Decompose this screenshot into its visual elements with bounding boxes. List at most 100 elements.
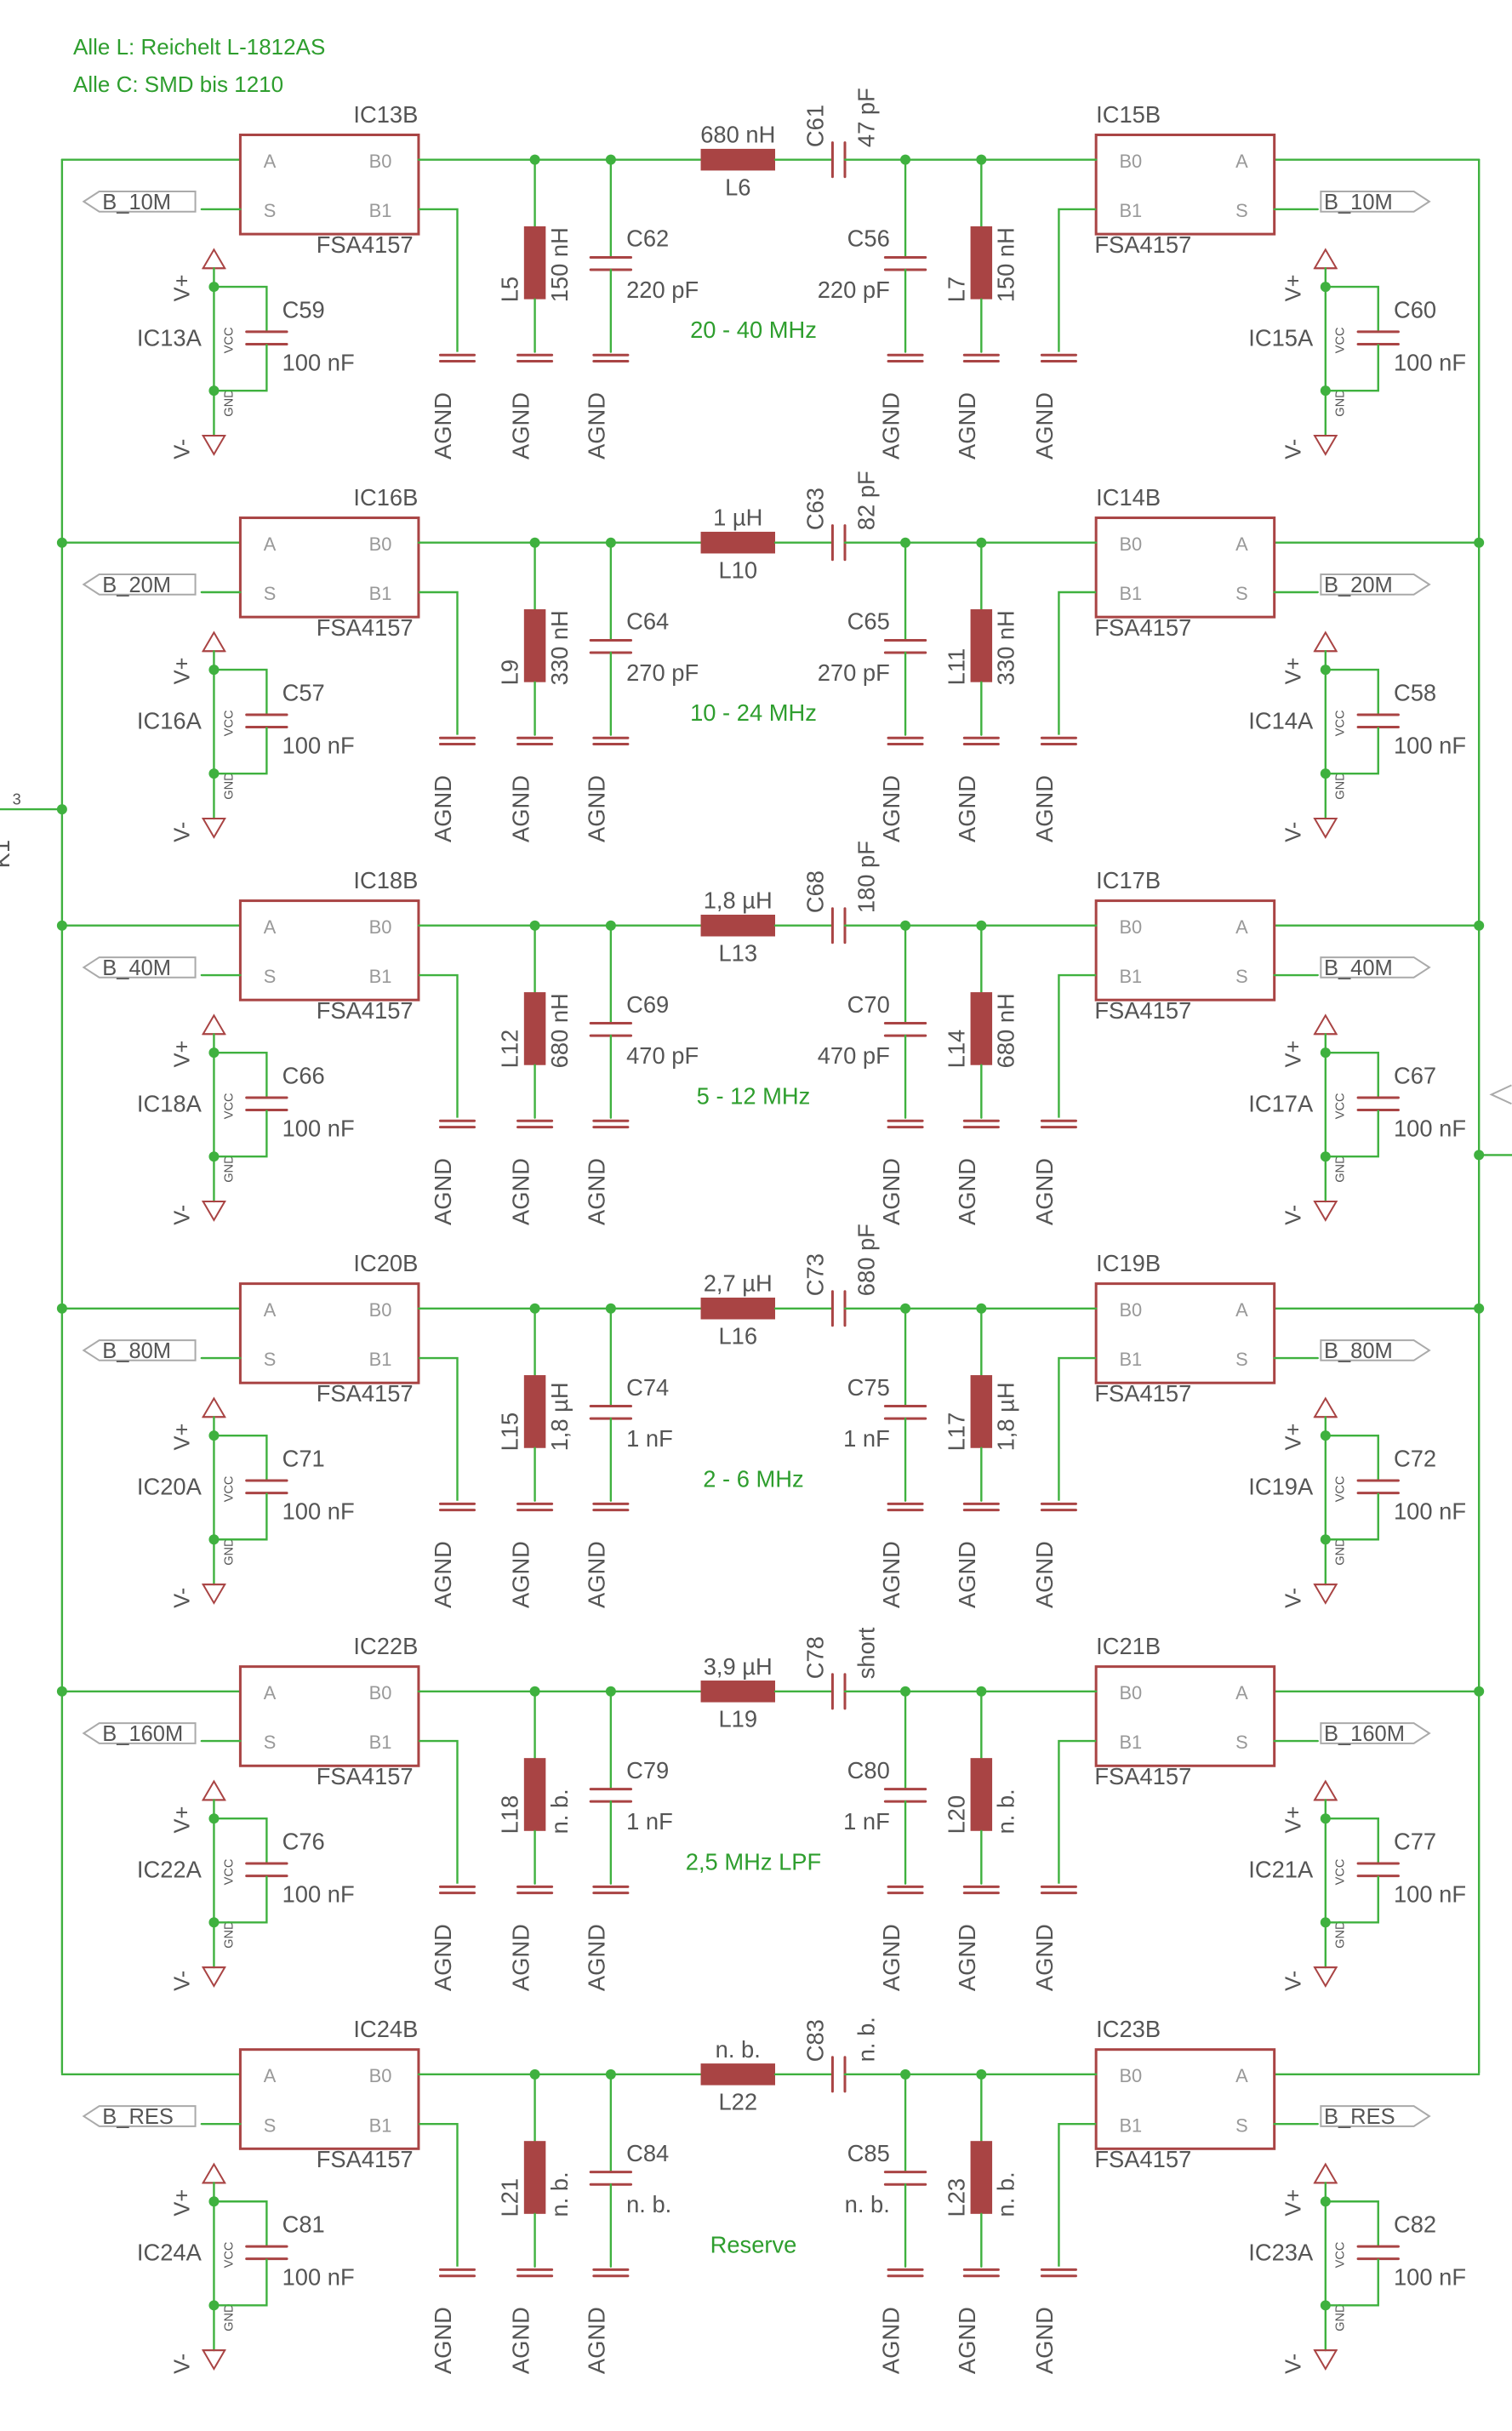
- series-cap-ref: C83: [802, 2019, 828, 2062]
- vminus-label: V-: [1282, 1205, 1306, 1225]
- series-cap-value: 47 pF: [853, 88, 880, 147]
- shunt-cap-left-ref: C74: [626, 1374, 669, 1401]
- filter-row-b-40m: IC18BFSA4157ASB0B1B_40MAGNDIC17BFSA4157B…: [56, 841, 1485, 1225]
- supply-cap-wire: [1325, 727, 1379, 775]
- ground-label: AGND: [954, 2307, 980, 2374]
- supply-cap-wire: [214, 2258, 268, 2307]
- band-port-left: [82, 191, 197, 213]
- pin-label: B0: [369, 2065, 392, 2086]
- vplus-label: V+: [1282, 658, 1306, 685]
- supply-ic-ref: IC21A: [1248, 1856, 1314, 1882]
- vminus-label: V-: [170, 1971, 194, 1991]
- supply-cap-wire: [1325, 1875, 1379, 1924]
- shunt-cap-right-value: 470 pF: [818, 1042, 890, 1069]
- shunt-inductor-right-value: 330 nH: [993, 610, 1019, 685]
- shunt-cap-left-value: 270 pF: [626, 659, 699, 686]
- vplus-arrow: [201, 248, 226, 270]
- decoupling-cap-ref: C76: [282, 1829, 325, 1855]
- gnd-label: GND: [222, 2303, 236, 2331]
- vplus-label: V+: [1282, 1806, 1306, 1834]
- b1-ground-wire: [1058, 591, 1097, 735]
- vplus-arrow: [201, 631, 226, 653]
- vminus-arrow: [1313, 818, 1338, 839]
- frequency-band-label: 20 - 40 MHz: [690, 317, 817, 343]
- pin-label: B1: [1119, 1732, 1142, 1753]
- pin-label: S: [264, 1349, 277, 1370]
- ground-label: AGND: [584, 1158, 610, 1225]
- decoupling-cap-value: 100 nF: [282, 2264, 355, 2291]
- decoupling-cap-ref: C67: [1394, 1063, 1436, 1089]
- shunt-inductor-left-value: n. b.: [546, 2171, 573, 2217]
- pin-label: B0: [1119, 151, 1142, 172]
- junction-dot: [1474, 920, 1485, 931]
- junction-dot: [56, 537, 67, 548]
- gnd-label: GND: [1334, 1155, 1348, 1182]
- inductor-body: [970, 1758, 993, 1831]
- inductor-body: [523, 1758, 546, 1831]
- pin-label: B0: [1119, 916, 1142, 938]
- series-inductor-value: 2,7 µH: [704, 1270, 773, 1297]
- vcc-label: VCC: [1334, 327, 1348, 353]
- vminus-label: V-: [1282, 822, 1306, 842]
- pin-label: B0: [1119, 534, 1142, 555]
- frequency-band-label: 2,5 MHz LPF: [686, 1848, 821, 1875]
- junction-dot: [1474, 1303, 1485, 1314]
- supply-ic-ref: IC17A: [1248, 1090, 1314, 1116]
- ground-label: AGND: [1031, 1924, 1058, 1991]
- shunt-cap-left-value: 470 pF: [626, 1042, 699, 1069]
- inductor-body: [523, 609, 546, 682]
- band-port-right: [1320, 2105, 1431, 2127]
- switch-ic-right-ref: IC23B: [1096, 2016, 1161, 2042]
- switch-ic-left: [238, 1282, 420, 1384]
- switch-ic-left: [238, 1665, 420, 1767]
- shunt-inductor-left-value: 680 nH: [546, 993, 573, 1068]
- vminus-arrow: [1313, 1584, 1338, 1605]
- supply-cap-wire: [214, 2200, 268, 2247]
- series-inductor: [700, 531, 775, 554]
- switch-ic-right-ref: IC15B: [1096, 101, 1161, 128]
- vminus-arrow: [201, 1201, 226, 1222]
- b1-ground-wire: [1058, 2122, 1097, 2267]
- supply-cap-wire: [1325, 285, 1379, 332]
- junction-dot: [1474, 1150, 1485, 1161]
- vplus-arrow: [201, 1779, 226, 1801]
- vplus-arrow: [1313, 1396, 1338, 1418]
- supply-cap-wire: [214, 668, 268, 715]
- supply-cap-wire: [214, 1492, 268, 1541]
- shunt-inductor-left-value: 1,8 µH: [546, 1382, 573, 1451]
- supply-cap-wire: [214, 1051, 268, 1098]
- ground-label: AGND: [430, 1924, 456, 1991]
- band-port-right: [1320, 1339, 1431, 1361]
- filter-row-b-160m: IC22BFSA4157ASB0B1B_160MAGNDIC21BFSA4157…: [56, 1627, 1485, 1991]
- switch-ic-right: [1094, 2048, 1276, 2150]
- ground-label: AGND: [878, 1541, 904, 1608]
- vminus-arrow: [201, 434, 226, 456]
- vminus-label: V-: [1282, 1971, 1306, 1991]
- shunt-inductor-left-value: n. b.: [546, 1789, 573, 1834]
- vcc-label: VCC: [1334, 1859, 1348, 1886]
- switch-ic-left-ref: IC20B: [353, 1250, 418, 1276]
- switch-ic-left-type: FSA4157: [317, 1763, 414, 1789]
- gnd-label: GND: [222, 1538, 236, 1565]
- supply-cap-wire: [214, 1110, 268, 1158]
- vplus-label: V+: [1282, 274, 1306, 301]
- supply-cap-wire: [1325, 1051, 1379, 1098]
- ground-label: AGND: [878, 775, 904, 842]
- switch-ic-left-ref: IC16B: [353, 484, 418, 511]
- supply-cap-wire: [1325, 1492, 1379, 1541]
- supply-cap-wire: [214, 1434, 268, 1481]
- band-port-label: B_20M: [102, 574, 171, 597]
- gnd-label: GND: [222, 1920, 236, 1948]
- pin-label: B1: [369, 966, 392, 987]
- pin-label: A: [1235, 916, 1248, 938]
- inductor-body: [523, 226, 546, 300]
- decoupling-cap-ref: C72: [1394, 1446, 1436, 1472]
- band-port-left: [82, 1339, 197, 1361]
- shunt-cap-right-value: 270 pF: [818, 659, 890, 686]
- series-cap-ref: C78: [802, 1636, 828, 1679]
- ground-label: AGND: [584, 392, 610, 459]
- vplus-label: V+: [170, 658, 194, 685]
- decoupling-cap-value: 100 nF: [1394, 732, 1466, 758]
- series-cap-value: n. b.: [853, 2017, 880, 2062]
- pin-label: B1: [369, 1349, 392, 1370]
